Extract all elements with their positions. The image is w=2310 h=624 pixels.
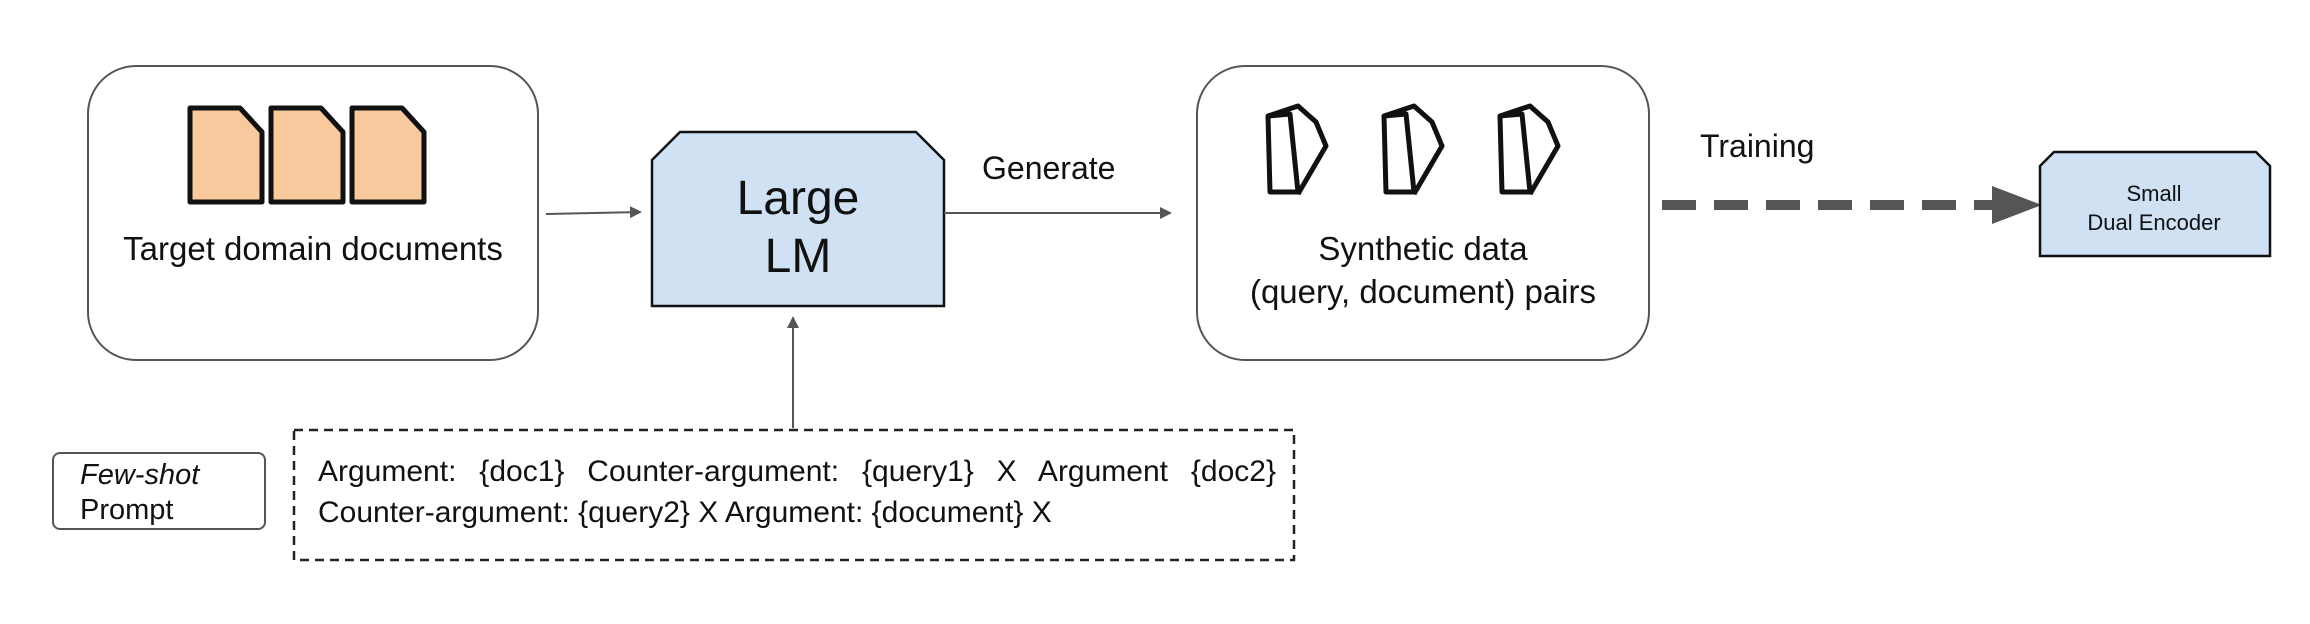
document-icons (187, 105, 427, 205)
few-shot-prompt-legend: Few-shot Prompt (52, 452, 266, 530)
prompt-box (292, 428, 1296, 562)
dual-encoder-label-line2: Dual Encoder (2087, 209, 2221, 235)
dual-encoder-label: Small Dual Encoder (2040, 180, 2268, 237)
document-pair-icon (1497, 103, 1561, 196)
prompt-label: Prompt (80, 493, 174, 526)
synthetic-data-box (1196, 65, 1650, 361)
dual-encoder-box (2038, 150, 2272, 258)
target-documents-label: Target domain documents (123, 230, 503, 267)
large-lm-label: Large LM (652, 170, 944, 285)
large-lm-label-line2: LM (764, 229, 832, 283)
large-lm-box (650, 130, 946, 308)
training-label: Training (1700, 128, 1815, 164)
training-arrowhead (1992, 186, 2042, 224)
synthetic-label-line1: Synthetic data (1318, 230, 1528, 267)
synthetic-data-label: Synthetic data (query, document) pairs (1197, 228, 1649, 314)
prompt-template-text: Argument: {doc1} Counter-argument: {quer… (318, 455, 1276, 529)
document-pair-icon (1265, 103, 1329, 196)
few-shot-label: Few-shot (80, 459, 200, 491)
generate-label: Generate (982, 150, 1116, 186)
document-pair-icon (1381, 103, 1445, 196)
large-lm-label-line1: Large (736, 172, 860, 225)
document-icon (349, 105, 427, 205)
synthetic-icons (1265, 103, 1561, 196)
synthetic-label-line2: (query, document) pairs (1249, 272, 1597, 310)
document-icon (187, 105, 265, 205)
dual-encoder-label-line1: Small (2126, 181, 2182, 206)
document-icon (268, 105, 346, 205)
arrow-to-lm (545, 206, 642, 219)
